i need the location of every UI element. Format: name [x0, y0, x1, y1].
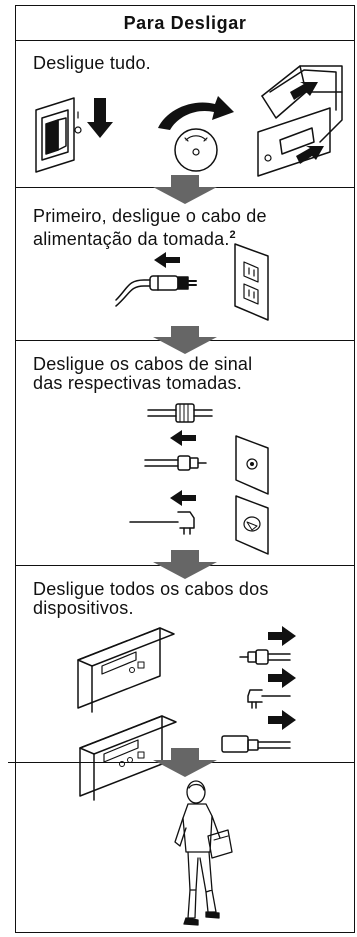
power-plug-icon: [115, 275, 197, 307]
phone-cable-icon: [129, 511, 195, 535]
footnote-marker: 2: [229, 229, 236, 241]
flow-arrow-icon: [153, 326, 217, 354]
rotary-knob-icon: [174, 128, 218, 172]
device-icon: [77, 627, 175, 713]
press-arrow-icon: [290, 82, 324, 164]
power-plug-icon: [221, 735, 291, 753]
phone-cable-icon: [247, 689, 291, 709]
step-3-line-1: Desligue os cabos de sinal: [33, 354, 253, 374]
signal-cable-icon: [147, 403, 213, 423]
step-1-line-1: Desligue tudo.: [33, 53, 151, 73]
left-arrow-icon: [154, 252, 180, 268]
phone-jack-icon: [235, 495, 269, 555]
page-title: Para Desligar: [16, 6, 354, 41]
step-2-line-2-wrap: alimentação da tomada.2: [33, 226, 267, 249]
flow-arrow-icon: [153, 748, 217, 777]
step-1-text: Desligue tudo.: [33, 54, 151, 73]
down-arrow-icon: [87, 98, 113, 138]
coax-jack-icon: [235, 435, 269, 495]
right-arrow-icon: [268, 626, 296, 730]
rotate-arrow-icon: [158, 96, 234, 130]
power-switch-icon: [35, 97, 82, 173]
step-2-text: Primeiro, desligue o cabo de alimentação…: [33, 207, 267, 249]
device-icon: [79, 715, 177, 801]
step-2-line-2: alimentação da tomada.: [33, 229, 230, 249]
left-arrow-icon: [170, 430, 196, 446]
person-walking-icon: [174, 780, 233, 926]
left-arrow-icon: [170, 490, 196, 506]
instruction-frame: Para Desligar: [15, 5, 355, 933]
step-2-line-1: Primeiro, desligue o cabo de: [33, 206, 267, 226]
coax-cable-icon: [144, 455, 207, 471]
step-4-text: Desligue todos os cabos dos dispositivos…: [33, 580, 269, 618]
flow-arrow-icon: [153, 175, 217, 204]
step-4-line-1: Desligue todos os cabos dos: [33, 579, 269, 599]
coax-cable-icon: [239, 649, 291, 665]
step-3-line-2: das respectivas tomadas.: [33, 373, 242, 393]
wall-outlet-icon: [234, 243, 269, 321]
step-3-text: Desligue os cabos de sinal das respectiv…: [33, 355, 252, 393]
flow-arrow-icon: [153, 550, 217, 579]
step-4-line-2: dispositivos.: [33, 598, 134, 618]
